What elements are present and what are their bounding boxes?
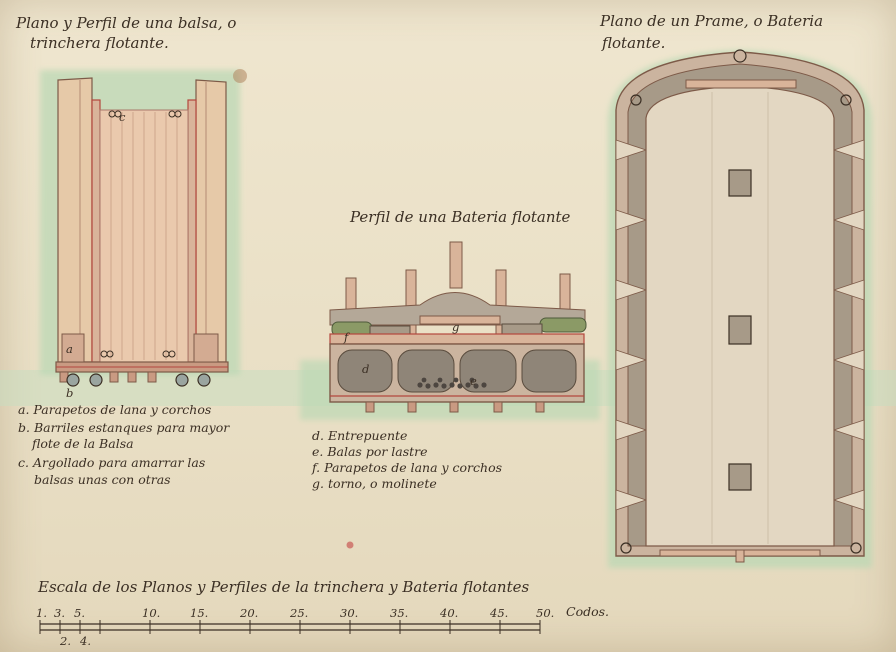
profile-key-d: d xyxy=(362,362,370,376)
scale-tick-label: 15. xyxy=(190,606,209,620)
legend-center-line: g. torno, o molinete xyxy=(312,476,437,491)
scale-title: Escala de los Planos y Perfiles de la tr… xyxy=(38,578,530,596)
ballast-shot xyxy=(417,377,487,389)
parapet-right xyxy=(539,317,587,333)
scale-tick-label: 1. xyxy=(36,606,47,620)
scale-tick-label: 35. xyxy=(390,606,409,620)
scale-tick-label: 50. xyxy=(536,606,555,620)
profile-key-f: f xyxy=(344,330,349,344)
raft-key-a: a xyxy=(66,342,73,356)
scale-tick-label-lower: 2. xyxy=(60,634,71,648)
scale-tick-label-lower: 4. xyxy=(80,634,91,648)
battery-profile xyxy=(329,241,587,413)
scale-tick-label: 25. xyxy=(290,606,309,620)
raft-title-line2: trinchera flotante. xyxy=(30,34,169,52)
stain xyxy=(346,541,354,549)
hatches xyxy=(728,169,752,491)
scale-tick-label: 30. xyxy=(340,606,359,620)
raft-title-line1: Plano y Perfil de una balsa, o xyxy=(16,14,237,32)
legend-left-line: flote de la Balsa xyxy=(32,436,134,451)
raft-parapet-left xyxy=(57,77,93,363)
legend-center-line: d. Entrepuente xyxy=(312,428,408,443)
scale-tick-label: 5. xyxy=(74,606,85,620)
scale-tick-label: 3. xyxy=(54,606,65,620)
scale-tick-label: 45. xyxy=(490,606,509,620)
prame-title-line2: flotante. xyxy=(602,34,666,52)
raft-key-c: c xyxy=(119,110,126,124)
prame-title-line1: Plano de un Prame, o Bateria xyxy=(600,12,824,30)
profile-key-e: e xyxy=(470,374,477,388)
scale-unit: Codos. xyxy=(566,604,610,619)
legend-left-line: b. Barriles estanques para mayor xyxy=(18,420,230,435)
legend-center-line: e. Balas por lastre xyxy=(312,444,428,459)
stain xyxy=(233,69,247,83)
raft-parapet-right xyxy=(195,79,227,363)
profile-title: Perfil de una Bateria flotante xyxy=(350,208,571,226)
profile-key-g: g xyxy=(452,320,460,334)
compartment xyxy=(337,349,393,393)
raft-plan xyxy=(55,77,229,387)
scale-tick-label: 20. xyxy=(240,606,259,620)
legend-left-line: a. Parapetos de lana y corchos xyxy=(18,402,212,417)
gun-ports xyxy=(615,139,865,511)
scale-tick-label: 10. xyxy=(142,606,161,620)
legend-left-line: c. Argollado para amarrar las xyxy=(18,455,206,470)
prame-plan xyxy=(615,49,865,563)
barrels xyxy=(66,373,211,387)
scale-tick-label: 40. xyxy=(440,606,459,620)
legend-left-line: balsas unas con otras xyxy=(34,472,171,487)
raft-key-b: b xyxy=(66,386,74,400)
scale-bar xyxy=(39,620,541,634)
legend-center-line: f. Parapetos de lana y corchos xyxy=(312,460,503,475)
